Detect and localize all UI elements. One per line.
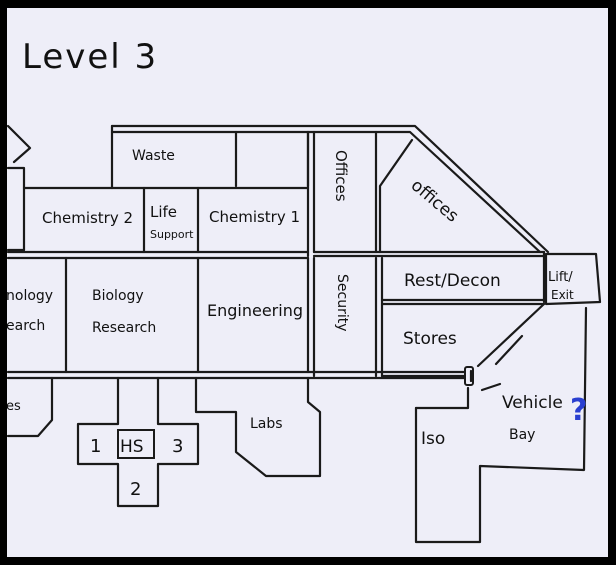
southwest-walls <box>6 376 54 438</box>
hs-room-1: 1 <box>90 436 101 457</box>
room-label-support: Support <box>150 228 194 241</box>
door-marker[interactable] <box>464 366 474 386</box>
room-label-stores: Stores <box>403 329 457 349</box>
lift-exit-walls <box>544 252 602 306</box>
room-label-offices-diagonal: offices <box>407 176 462 227</box>
room-label-research: Research <box>92 320 156 336</box>
upper-row-walls <box>22 130 414 258</box>
room-label-bay: Bay <box>509 427 535 443</box>
room-label-offices-vertical: Offices <box>332 150 350 202</box>
room-label-rest-decon: Rest/Decon <box>404 271 501 291</box>
west-stub-walls <box>6 124 32 252</box>
middle-row-walls <box>64 250 546 378</box>
room-label-iso: Iso <box>421 429 445 449</box>
room-label-chemistry-2: Chemistry 2 <box>42 209 133 227</box>
room-label-exit: Exit <box>551 288 574 302</box>
stores-walls <box>6 302 546 380</box>
room-label-chemistry-1: Chemistry 1 <box>209 208 300 226</box>
room-label-biology-left-2: earch <box>6 318 45 334</box>
room-label-vehicle: Vehicle <box>502 393 563 413</box>
room-label-life: Life <box>150 203 177 221</box>
central-corridor-walls <box>6 250 546 260</box>
room-label-biology-left-1: nology <box>6 288 53 304</box>
room-label-labs: Labs <box>250 416 283 432</box>
labs-walls <box>194 376 322 478</box>
hs-room-3: 3 <box>172 436 183 457</box>
hs-room-center: HS <box>120 437 144 457</box>
room-label-security: Security <box>334 274 350 332</box>
room-label-waste: Waste <box>132 148 175 164</box>
room-label-biology: Biology <box>92 288 144 304</box>
hs-room-2: 2 <box>130 479 141 500</box>
iso-walls <box>414 306 588 544</box>
unknown-marker: ? <box>570 393 587 428</box>
room-label-engineering: Engineering <box>207 301 303 320</box>
hs-cluster-walls <box>76 376 200 508</box>
page-title: Level 3 <box>22 37 158 77</box>
room-label-lift: Lift/ <box>548 270 573 285</box>
room-label-partial-left: es <box>6 399 21 414</box>
north-wing-walls <box>110 124 550 254</box>
